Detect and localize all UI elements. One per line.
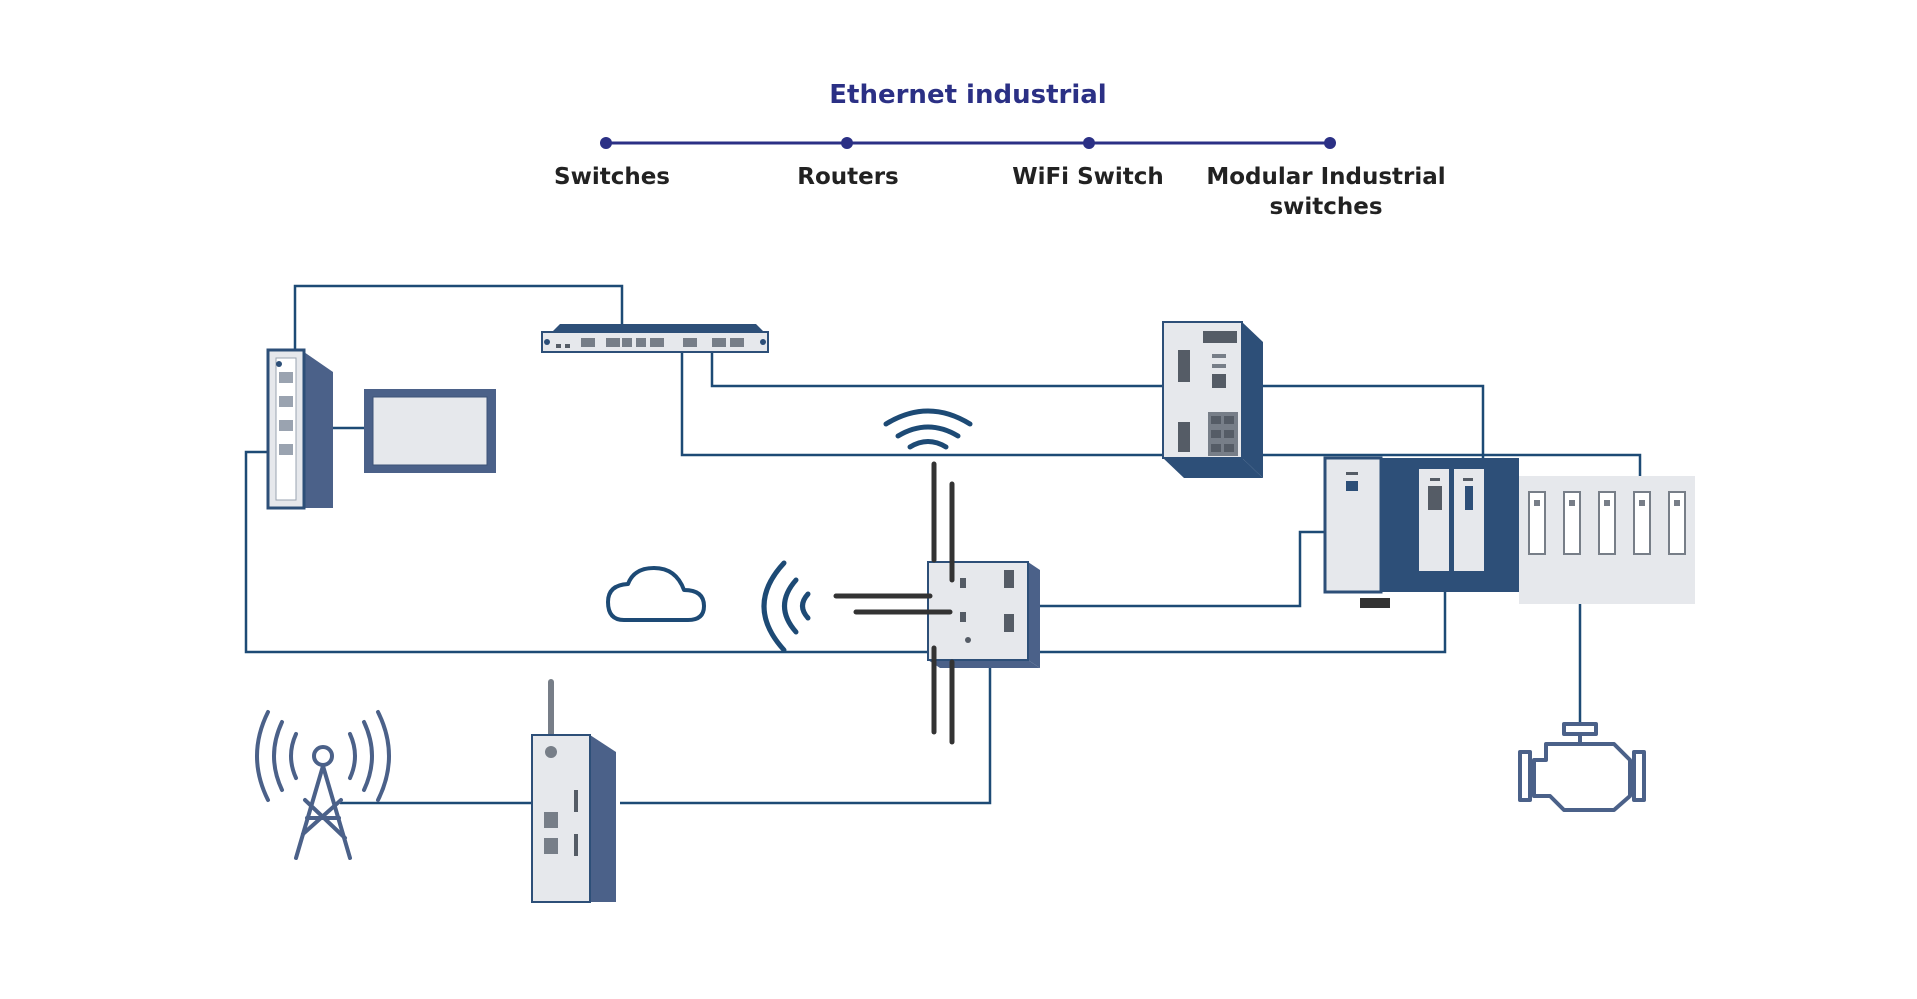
wireless-router-icon: [833, 461, 1040, 745]
cloud-icon: [606, 566, 706, 622]
timeline-dot: [1324, 137, 1336, 149]
connection-line: [680, 352, 1163, 457]
touch-panel-icon: [364, 389, 496, 473]
modular-switch-icon: [1323, 456, 1519, 608]
category-timeline: [600, 137, 1336, 149]
io-module-icon: [1519, 476, 1695, 604]
wifi-switch-icon: [1162, 321, 1263, 478]
diagram-title: Ethernet industrial: [829, 80, 1106, 110]
connection-line: [1263, 384, 1485, 465]
wifi-signal-icon: [883, 408, 973, 450]
connection-line: [244, 450, 1447, 654]
cellular-router-icon: [531, 679, 616, 903]
category-modular-line1: Modular Industrial: [1206, 164, 1445, 190]
engine-icon: [1518, 722, 1646, 812]
connection-line: [620, 668, 992, 805]
category-wifi-switch: WiFi Switch: [1012, 164, 1164, 190]
rack-router-icon: [541, 324, 769, 353]
timeline-dot: [1083, 137, 1095, 149]
timeline-dot: [600, 137, 612, 149]
connection-line: [293, 284, 624, 352]
category-routers: Routers: [797, 164, 899, 190]
connection-line: [1040, 530, 1325, 608]
category-modular-line2: switches: [1269, 194, 1382, 220]
wireless-signal-icon: [761, 560, 811, 653]
switch-icon: [266, 348, 333, 510]
connection-line: [1263, 453, 1642, 480]
connection-lines: [244, 284, 1642, 805]
connection-line: [710, 352, 1163, 388]
category-switches: Switches: [554, 164, 670, 190]
cell-tower-icon: [255, 710, 391, 860]
timeline-dot: [841, 137, 853, 149]
